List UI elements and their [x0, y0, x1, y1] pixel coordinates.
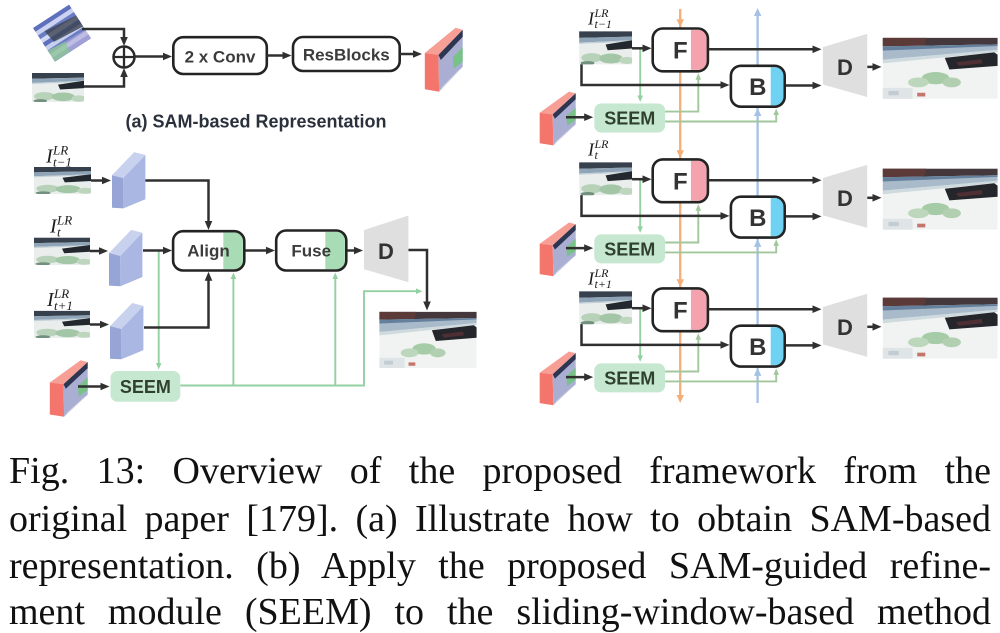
svg-text:(a) SAM-based Representation: (a) SAM-based Representation — [125, 112, 386, 132]
svg-text:I: I — [49, 216, 58, 238]
svg-text:B: B — [749, 334, 766, 361]
svg-text:LR: LR — [594, 266, 610, 280]
svg-text:Align: Align — [187, 242, 230, 261]
svg-text:B: B — [749, 74, 766, 101]
svg-text:t−1: t−1 — [53, 155, 72, 170]
svg-text:I: I — [587, 139, 595, 159]
svg-text:t−1: t−1 — [595, 17, 612, 31]
svg-text:SEEM: SEEM — [120, 377, 171, 397]
svg-text:LR: LR — [52, 143, 68, 158]
svg-text:D: D — [837, 315, 853, 340]
svg-text:t: t — [57, 225, 61, 240]
svg-text:2 x Conv: 2 x Conv — [185, 48, 256, 67]
svg-text:D: D — [837, 55, 853, 80]
svg-text:I: I — [587, 268, 595, 288]
svg-text:Fuse: Fuse — [291, 242, 331, 261]
svg-text:F: F — [673, 298, 688, 325]
svg-text:LR: LR — [53, 286, 69, 301]
svg-text:SEEM: SEEM — [604, 239, 655, 259]
svg-text:LR: LR — [594, 137, 610, 151]
svg-text:t: t — [595, 148, 599, 162]
svg-text:F: F — [673, 38, 688, 65]
svg-text:D: D — [837, 186, 853, 211]
svg-text:t+1: t+1 — [595, 277, 612, 291]
svg-text:I: I — [46, 289, 55, 311]
svg-text:t+1: t+1 — [54, 298, 73, 313]
svg-text:LR: LR — [594, 6, 610, 20]
svg-text:D: D — [378, 239, 394, 264]
svg-text:SEEM: SEEM — [604, 368, 655, 388]
svg-text:F: F — [673, 169, 688, 196]
svg-text:ResBlocks: ResBlocks — [303, 46, 390, 65]
svg-text:I: I — [45, 146, 54, 168]
svg-text:LR: LR — [56, 213, 72, 228]
svg-text:I: I — [587, 9, 595, 29]
svg-text:SEEM: SEEM — [604, 109, 655, 129]
svg-text:B: B — [749, 205, 766, 232]
